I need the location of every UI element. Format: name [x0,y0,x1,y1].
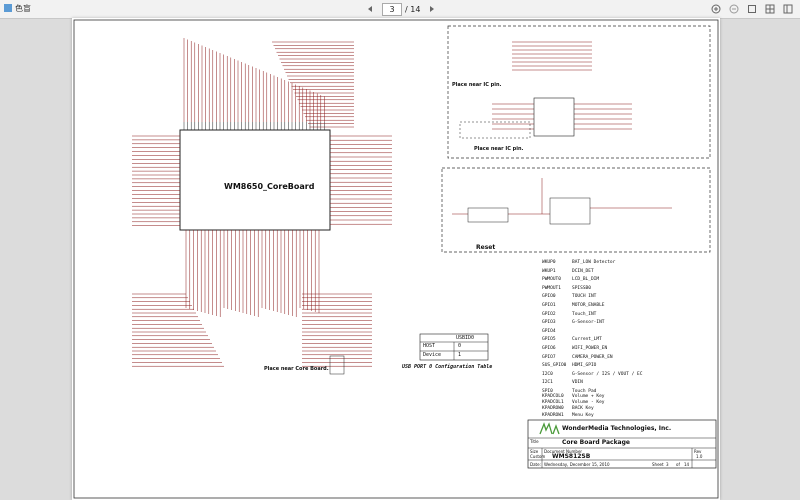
title-label: Title [530,439,539,444]
next-page-icon[interactable] [426,3,438,15]
sheet-title: Core Board Package [562,439,630,446]
gpio-legend-pin: GPIO1 [542,303,556,308]
fit-page-icon[interactable] [746,3,758,15]
gpio-legend-pin: I2C1 [542,380,553,386]
sheet-value: 3 [666,462,669,467]
size-label: Size [530,449,539,454]
date-label: Date: [530,462,541,467]
document-number: WMS812SB [552,453,591,460]
gpio-legend-pin: WKUP0 [542,260,556,265]
key-legend-pin: KPADCOL1 [542,400,564,406]
key-legend-pin: KPADROW0 [542,406,564,412]
docnum-label: Document Number [544,449,583,454]
page-indicator: 3 / 14 [382,2,421,16]
gpio-legend-pin: PWMOUT1 [542,285,561,291]
key-legend-pin: KPADROW1 [542,412,564,418]
reset-section-box [441,167,711,253]
zoom-in-icon[interactable] [710,3,722,15]
sheet-of-label: of [676,462,680,467]
usb-row-device-value: 1 [458,352,462,358]
note-place-near-core: Place near Core Board. [264,366,329,372]
page-total: / 14 [405,4,421,14]
document-page: WM8650_CoreBoard Place near IC pin. Plac… [72,18,720,500]
company-name: WonderMedia Technologies, Inc. [562,425,672,432]
schematic-drawing [73,19,719,499]
gpio-legend-desc: G-Sensor-INT [572,320,605,326]
usb-table-header: USBID0 [456,335,475,341]
chip-label: WM8650_CoreBoard [224,182,315,191]
window-title-text: 色盲 [15,4,31,13]
sheet-label: Sheet [652,462,664,467]
gpio-legend-desc: BAT_LOW Detector [572,260,616,265]
prev-page-icon[interactable] [364,3,376,15]
page-number-input[interactable]: 3 [382,2,402,16]
app-icon [4,4,12,12]
usb-row-device-name: Device [423,352,442,358]
gpio-legend-pin: GPIO6 [542,346,556,351]
usb-table-caption: USB PORT 0 Configuration Table [402,364,493,370]
reset-label: Reset [476,244,496,251]
rev-value: 1.0 [696,454,703,459]
size-value: Custom [530,454,546,459]
gpio-legend-desc: G-Sensor / I2S / VOUT / EC [572,371,643,377]
gpio-legend-pin: I2C0 [542,371,553,377]
key-legend-desc: Menu Key [572,412,594,418]
sheet-total: 14 [684,462,690,467]
window-title: 色盲 [4,3,31,14]
gpio-legend-pin: GPIO7 [542,354,556,360]
gpio-legend-desc: MOTOR_ENABLE [572,303,605,308]
viewer-toolbar: 色盲 3 / 14 [0,0,800,19]
gpio-legend-desc: SPISSB0 [572,285,591,291]
gpio-legend-pin: WKUP1 [542,268,556,274]
view-tools [710,3,794,15]
gpio-legend-pin: GPIO3 [542,320,556,326]
gpio-legend-pin: GPIO4 [542,328,556,334]
company-logo [539,422,560,435]
key-legend-pin: KPADCOL0 [542,394,564,399]
gpio-legend-pin: GPIO0 [542,294,556,300]
zoom-out-icon[interactable] [728,3,740,15]
date-value: Wednesday, December 15, 2010 [544,462,610,467]
usb-row-host-name: HOST [423,343,436,349]
gpio-legend-desc: Touch Pad [572,389,597,394]
gpio-legend-desc: WIFI_POWER_EN [572,346,608,351]
gpio-legend-pin: PWMOUT0 [542,277,561,283]
gpio-legend-desc: Touch_INT [572,311,597,317]
gpio-legend-pin: SUS_GPIO0 [542,363,567,369]
gpio-legend-desc: LCD_BL_DIM [572,277,600,283]
gpio-legend-desc: TOUCH INT [572,294,597,300]
note-place-near-ic-2: Place near IC pin. [474,146,524,152]
sidebar-toggle-icon[interactable] [782,3,794,15]
gpio-legend-desc: VDIN [572,380,583,386]
key-legend-desc: BACK Key [572,406,594,412]
gpio-legend-desc: DCIN_DET [572,268,594,274]
key-legend-desc: Volume + Key [572,394,605,399]
gpio-legend-pin: SPI0 [542,389,553,394]
gpio-legend-desc: HDMI_GPIO [572,363,597,369]
grid-view-icon[interactable] [764,3,776,15]
page-navigation: 3 / 14 [364,2,438,16]
note-place-near-ic-1: Place near IC pin. [452,82,502,88]
gpio-legend-desc: CAMERA_POWER_EN [572,354,613,360]
rev-label: Rev [694,449,702,454]
chip-body [179,129,331,231]
key-legend-desc: Volume - Key [572,400,605,406]
usb-row-host-value: 0 [458,343,462,349]
gpio-legend-pin: GPIO5 [542,337,556,343]
gpio-legend-desc: Current_LMT [572,337,602,343]
ic-section-box [447,25,711,159]
gpio-legend-pin: GPIO2 [542,311,556,317]
